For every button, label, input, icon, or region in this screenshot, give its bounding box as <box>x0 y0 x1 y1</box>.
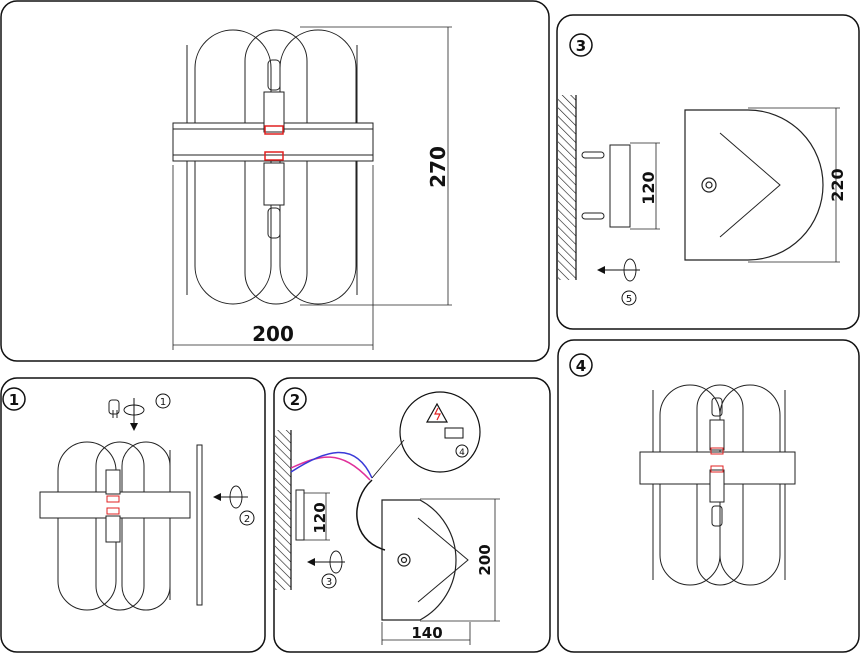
marker-number: 2 <box>244 514 250 525</box>
connector-red-top <box>264 125 284 135</box>
connector-red-bottom <box>264 151 284 161</box>
rotate-icon <box>623 258 637 282</box>
panel-frame <box>557 339 860 653</box>
panel-step4: 4 <box>557 339 860 653</box>
bulb-icon <box>108 399 120 415</box>
rotate-icon <box>329 550 343 574</box>
rotate-icon <box>123 404 145 416</box>
marker-number: 3 <box>326 577 332 588</box>
marker-number: 4 <box>459 448 465 458</box>
panel-frame <box>556 14 860 330</box>
plate-width-label: 140 <box>411 624 442 642</box>
bulb-top <box>267 59 281 91</box>
glass-loop-right <box>279 29 357 305</box>
panel-frame <box>0 0 550 362</box>
marker-circle <box>621 290 637 306</box>
lamp-final-view <box>639 384 796 586</box>
wire-blue <box>290 451 373 479</box>
bulb-bottom <box>267 207 281 239</box>
plate-height-label: 220 <box>828 168 847 201</box>
dimension-width-label: 200 <box>252 322 294 346</box>
rotate-icon <box>229 485 243 509</box>
plate-height-label: 200 <box>476 544 494 575</box>
wall-plug-top <box>581 151 605 159</box>
step-badge: 2 <box>290 391 300 409</box>
panel-step3: 3 120 220 5 <box>556 14 860 330</box>
glass-loop-left <box>194 29 272 305</box>
step-badge: 1 <box>9 391 19 409</box>
dimension-height-label: 270 <box>426 146 450 188</box>
wall-plug-bottom <box>581 212 605 220</box>
step-badge-circle <box>569 33 593 57</box>
wiring-detail-bubble <box>399 391 481 473</box>
step-badge: 4 <box>576 357 586 375</box>
glass-loop-center <box>244 29 308 305</box>
side-glass-rod <box>196 444 203 606</box>
panel-frame <box>0 377 266 653</box>
backplate-half-round <box>381 498 500 645</box>
bracket-spacing-label: 120 <box>311 502 329 533</box>
lamp-front-view <box>172 26 452 350</box>
panel-frame <box>273 377 551 653</box>
socket-bottom <box>263 162 285 206</box>
terminal-block <box>444 427 464 439</box>
marker-number: 1 <box>160 397 166 408</box>
step-badge-circle <box>569 353 593 377</box>
backplate-half-round <box>684 107 840 263</box>
warning-icon <box>425 402 449 423</box>
mounting-bracket <box>295 489 330 541</box>
step-badge-circle <box>2 387 26 411</box>
panel-step1: 1 1 2 <box>0 377 266 653</box>
bracket-spacing-label: 120 <box>639 171 658 204</box>
lamp-cable <box>356 479 386 551</box>
marker-number: 5 <box>626 294 632 305</box>
lamp-partial-assembly <box>39 399 203 611</box>
wall-hatch <box>558 95 576 280</box>
step-badge: 3 <box>576 37 586 55</box>
step-badge-circle <box>283 387 307 411</box>
socket-top <box>263 91 285 133</box>
wire-pink <box>290 456 371 481</box>
panel-step2: 2 120 3 4 <box>273 377 551 653</box>
panel-overview: 200 270 <box>0 0 550 362</box>
wall-hatch <box>275 430 291 590</box>
mounting-bracket <box>581 142 660 230</box>
